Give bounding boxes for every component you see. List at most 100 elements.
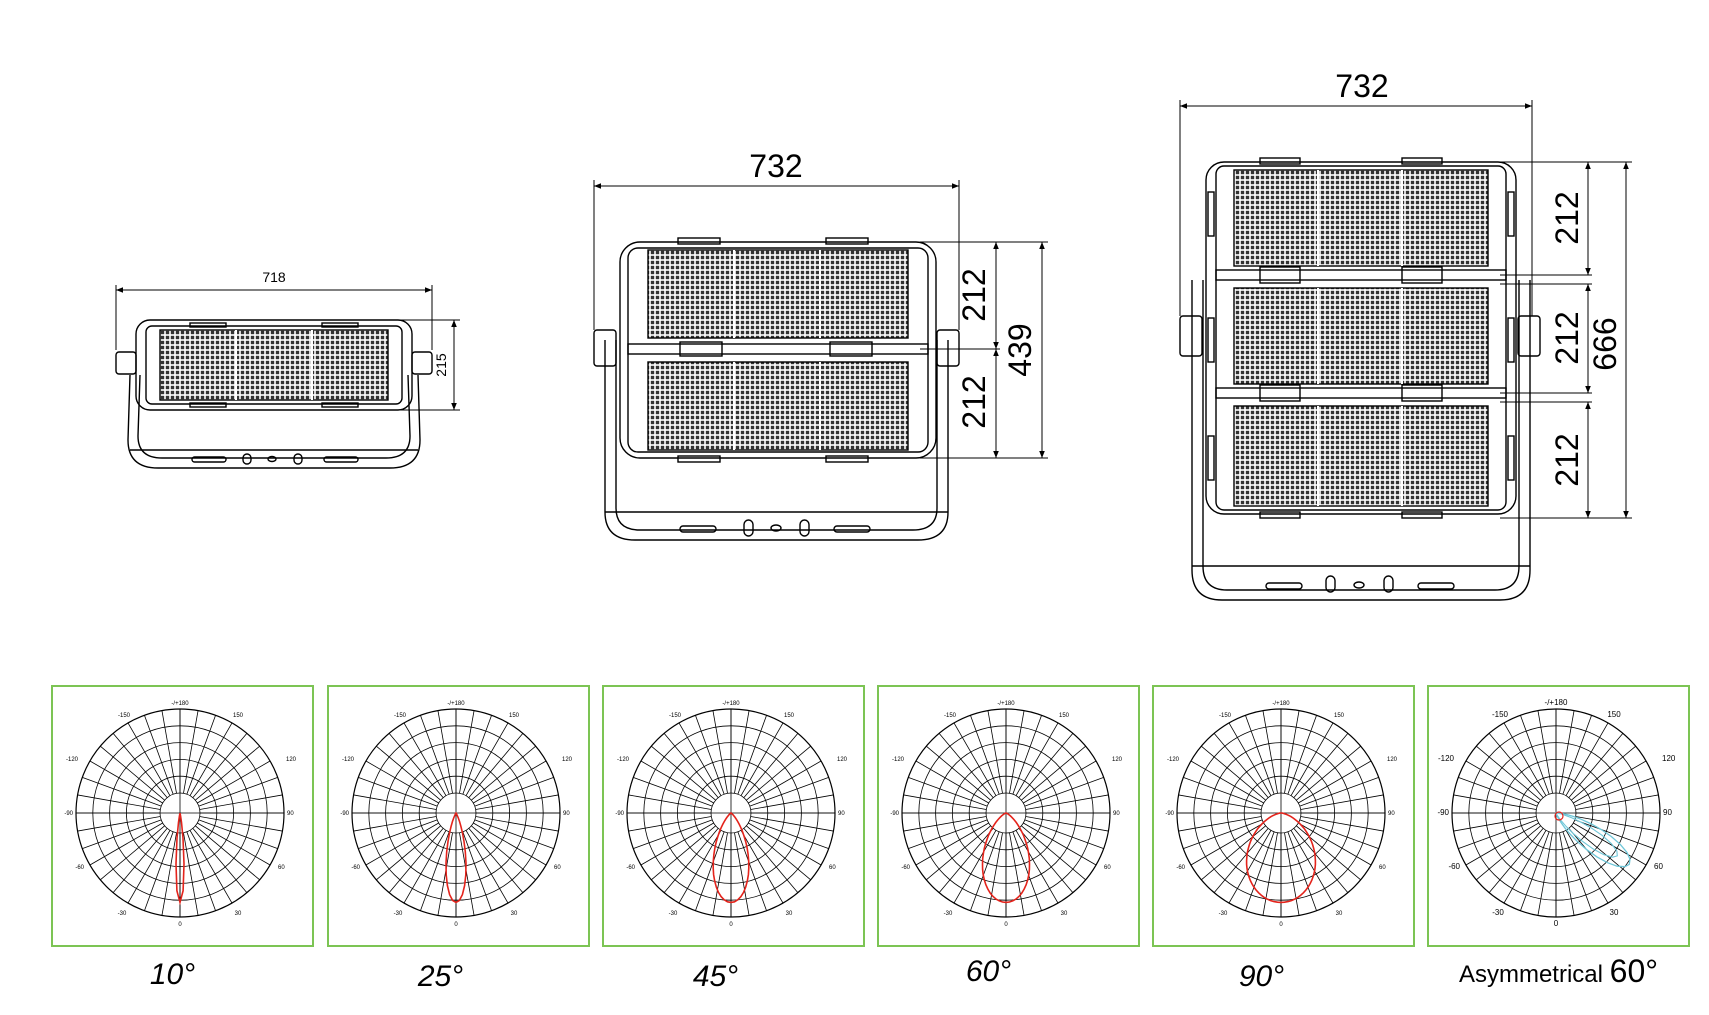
asymmetric-degree: 60°: [1609, 953, 1659, 989]
polar-label-upper-right: 150: [233, 713, 244, 719]
polar-label-left-low: -60: [1176, 865, 1185, 871]
polar-label-upper-right: 150: [1059, 713, 1070, 719]
polar-label-upper-right: 150: [1607, 710, 1621, 719]
polar-grid: [1451, 708, 1661, 918]
polar-label-top: -/+180: [1272, 701, 1290, 707]
asymmetric-text: Asymmetrical: [1458, 961, 1603, 988]
polar-label-upper-left: -150: [669, 713, 682, 719]
polar-label-upper-left: -150: [1219, 713, 1232, 719]
polar-label-bottom-right: 30: [1061, 911, 1068, 917]
polar-label-right-low: 60: [829, 865, 836, 871]
polar-label-left-low: -60: [901, 865, 910, 871]
view3-module-label-3: 212: [1549, 433, 1585, 486]
beam-label-90: 90°: [1238, 960, 1285, 993]
polar-label-bottom: 0: [454, 922, 458, 928]
view3-width-label: 732: [1335, 68, 1388, 104]
polar-label-upper-left: -150: [944, 713, 957, 719]
polar-label-top: -/+180: [997, 701, 1015, 707]
polar-label-left-high: -120: [342, 757, 355, 763]
polar-label-left-high: -120: [617, 757, 630, 763]
polar-label-upper-right: 150: [509, 713, 520, 719]
polar-grid: [901, 708, 1111, 918]
beam-curve-secondary: [1555, 812, 1618, 858]
view2-width-label: 732: [749, 148, 802, 184]
polar-label-upper-left: -150: [1492, 710, 1509, 719]
polar-label-bottom: 0: [178, 922, 182, 928]
polar-label-bottom-right: 30: [235, 911, 242, 917]
polar-label-bottom-left: -30: [669, 911, 678, 917]
polar-label-bottom-left: -30: [1219, 911, 1228, 917]
polar-label-left-low: -60: [75, 865, 84, 871]
polar-label-left: -90: [1165, 811, 1174, 817]
view-double-module: [593, 180, 1048, 541]
polar-label-right: 90: [1388, 811, 1395, 817]
polar-label-right: 90: [838, 811, 845, 817]
polar-label-left-low: -60: [626, 865, 635, 871]
polar-label-bottom: 0: [1279, 922, 1283, 928]
polar-label-right: 90: [287, 811, 294, 817]
view2-total-label: 439: [1002, 323, 1038, 376]
polar-label-bottom: 0: [1004, 922, 1008, 928]
view-triple-module: [1179, 100, 1632, 601]
polar-label-right: 90: [563, 811, 570, 817]
polar-label-bottom-left: -30: [1492, 908, 1504, 917]
polar-label-bottom-left: -30: [394, 911, 403, 917]
polar-label-top: -/+180: [722, 701, 740, 707]
beam-label-asymmetric: Asymmetrical 60°: [1427, 953, 1690, 990]
polar-label-bottom-left: -30: [118, 911, 127, 917]
beam-curve: [445, 811, 467, 904]
polar-label-upper-left: -150: [118, 713, 131, 719]
polar-label-left-low: -60: [1448, 862, 1460, 871]
polar-label-upper-right: 150: [784, 713, 795, 719]
view-single-module: [115, 285, 460, 469]
dimension-drawings: 718 215: [115, 68, 1632, 601]
polar-label-right: 90: [1113, 811, 1120, 817]
beam-curve-center: [1554, 811, 1564, 821]
polar-label-right-high: 120: [1387, 757, 1398, 763]
polar-label-right-high: 120: [837, 757, 848, 763]
polar-label-right-low: 60: [1104, 865, 1111, 871]
view3-total-label: 666: [1587, 317, 1623, 370]
polar-label-left-high: -120: [1167, 757, 1180, 763]
polar-label-top: -/+180: [447, 701, 465, 707]
beam-label-60: 60°: [965, 955, 1012, 988]
polar-grid: [1176, 708, 1386, 918]
view3-module-label-2: 212: [1549, 311, 1585, 364]
polar-label-right-low: 60: [1654, 862, 1663, 871]
polar-label-top: -/+180: [171, 701, 189, 707]
polar-grid: [351, 708, 561, 918]
polar-label-right-high: 120: [1662, 754, 1676, 763]
beam-curve: [1245, 812, 1317, 904]
polar-label-bottom-right: 30: [1336, 911, 1343, 917]
view3-module-label-1: 212: [1549, 191, 1585, 244]
polar-label-left-low: -60: [351, 865, 360, 871]
polar-label-bottom-right: 30: [511, 911, 518, 917]
view1-height-label: 215: [433, 353, 449, 377]
polar-label-left: -90: [615, 811, 624, 817]
polar-label-right-high: 120: [1112, 757, 1123, 763]
polar-label-bottom: 0: [1554, 919, 1559, 928]
polar-label-right-low: 60: [278, 865, 285, 871]
beam-curve: [981, 812, 1031, 904]
beam-curve: [712, 812, 750, 904]
polar-label-left-high: -120: [892, 757, 905, 763]
polar-label-bottom-right: 30: [1610, 908, 1619, 917]
polar-label-bottom-left: -30: [944, 911, 953, 917]
beam-curve: [175, 812, 185, 906]
polar-label-bottom: 0: [729, 922, 733, 928]
polar-label-left-high: -120: [1438, 754, 1455, 763]
polar-label-left: -90: [1437, 808, 1449, 817]
beam-curve: [1555, 812, 1631, 868]
view1-width-label: 718: [262, 269, 286, 285]
beam-label-10: 10°: [149, 958, 196, 991]
